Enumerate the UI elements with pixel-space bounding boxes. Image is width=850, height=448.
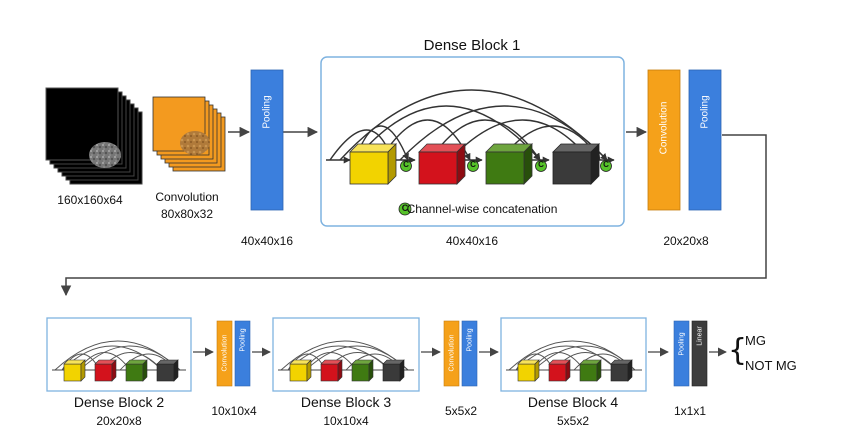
pooling-bar-2-label: Pooling xyxy=(699,95,711,129)
cube-green-3 xyxy=(351,359,374,382)
concat-legend-marker xyxy=(398,202,412,216)
dense-block-2-size: 20x20x8 xyxy=(96,414,142,428)
input-size-label: 160x160x64 xyxy=(57,193,123,207)
concat-marker xyxy=(535,160,547,172)
pooling-bar-3-label: Pooling xyxy=(239,328,246,352)
dense-block-4-title: Dense Block 4 xyxy=(527,394,619,410)
concat-symbol: C xyxy=(603,160,609,169)
output-mg-label: MG xyxy=(745,333,766,348)
dense-block-1-size: 40x40x16 xyxy=(445,234,499,248)
linear-bar-label: Linear xyxy=(696,326,703,346)
cube-yellow-3 xyxy=(289,359,312,382)
convolution-bar-1 xyxy=(647,69,681,211)
convolution-bar-1-label: Convolution xyxy=(658,101,670,155)
cube-yellow-2 xyxy=(63,359,86,382)
final-size-label: 1x1x1 xyxy=(673,404,707,418)
cube-red-1 xyxy=(418,143,466,185)
pooling-bar-2 xyxy=(688,69,722,211)
concat-legend-text: Channel-wise concatenation xyxy=(406,202,558,216)
tumor-scan-image xyxy=(89,142,121,168)
dense-block-3-title: Dense Block 3 xyxy=(300,394,392,410)
dense-block-4-size: 5x5x2 xyxy=(556,414,590,428)
transition2-size-label: 10x10x4 xyxy=(211,404,257,418)
cube-green-1 xyxy=(485,143,533,185)
cube-red-3 xyxy=(320,359,343,382)
cube-yellow-1 xyxy=(349,143,397,185)
output-not-mg-label: NOT MG xyxy=(745,358,797,373)
pooling-bar-3 xyxy=(234,320,251,387)
cube-red-2 xyxy=(94,359,117,382)
dense-block-1-box xyxy=(320,56,625,227)
pooling-bar-5-label: Pooling xyxy=(678,332,685,356)
dense-block-1-title: Dense Block 1 xyxy=(423,37,521,54)
concat-marker xyxy=(400,160,412,172)
pooling-bar-1-label: Pooling xyxy=(261,95,273,129)
conv1-size-label: 80x80x32 xyxy=(160,207,214,221)
dense-block-3-size: 10x10x4 xyxy=(323,414,369,428)
input-image-stack xyxy=(45,87,143,185)
pool1-size-label: 40x40x16 xyxy=(240,234,294,248)
convolution-bar-2-label: Convolution xyxy=(221,334,228,372)
concat-marker xyxy=(467,160,479,172)
pooling-bar-1 xyxy=(250,69,284,211)
cube-green-4 xyxy=(579,359,602,382)
pooling-bar-4-label: Pooling xyxy=(466,328,473,352)
concat-symbol: C xyxy=(403,160,409,169)
linear-bar xyxy=(691,320,708,387)
pooling-bar-5 xyxy=(673,320,690,387)
convolution-bar-2 xyxy=(216,320,233,387)
concat-symbol: C xyxy=(470,160,476,169)
cube-dark-1 xyxy=(552,143,600,185)
dense-block-2-title: Dense Block 2 xyxy=(73,394,165,410)
cube-dark-4 xyxy=(610,359,633,382)
transition3-size-label: 5x5x2 xyxy=(444,404,478,418)
transition1-size-label: 20x20x8 xyxy=(663,234,709,248)
concat-symbol: C xyxy=(538,160,544,169)
convolution-bar-3-label: Convolution xyxy=(448,334,455,372)
cube-green-2 xyxy=(125,359,148,382)
cube-red-4 xyxy=(548,359,571,382)
cube-dark-3 xyxy=(382,359,405,382)
conv1-name-label: Convolution xyxy=(155,190,219,204)
cube-yellow-4 xyxy=(517,359,540,382)
output-brace: { xyxy=(728,333,748,368)
concat-marker xyxy=(600,160,612,172)
connector-row1-to-row2 xyxy=(60,134,767,297)
convolution-feature-stack xyxy=(152,96,226,172)
concat-legend-symbol: C xyxy=(401,203,409,213)
cube-dark-2 xyxy=(156,359,179,382)
convolution-bar-3 xyxy=(443,320,460,387)
pooling-bar-4 xyxy=(461,320,478,387)
